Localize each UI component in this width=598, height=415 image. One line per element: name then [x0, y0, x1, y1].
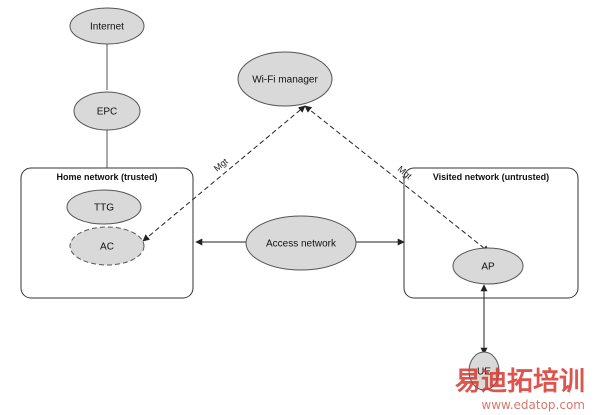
- home-network-title: Home network (trusted): [56, 172, 157, 182]
- node-ac-label: AC: [100, 242, 114, 253]
- node-ap: AP: [452, 247, 524, 285]
- node-ttg-label: TTG: [94, 203, 114, 214]
- visited-network-title: Visited network (untrusted): [433, 172, 549, 182]
- node-wifi-manager-label: Wi-Fi manager: [252, 75, 318, 86]
- node-internet: Internet: [69, 7, 145, 45]
- watermark-url: www.edatop.com: [481, 398, 585, 412]
- node-epc-label: EPC: [97, 107, 118, 118]
- mgt-link-ap: [304, 105, 490, 253]
- node-ue-label: UE: [477, 367, 491, 378]
- node-ap-label: AP: [481, 262, 495, 273]
- node-internet-label: Internet: [90, 22, 124, 33]
- mgt-link-ac: [142, 105, 306, 242]
- node-epc: EPC: [73, 91, 141, 131]
- node-ttg: TTG: [66, 189, 142, 225]
- node-ac: AC: [69, 226, 145, 266]
- node-wifi-manager: Wi-Fi manager: [237, 51, 333, 107]
- node-access-network-label: Access network: [266, 239, 337, 250]
- node-ue: UE: [468, 351, 500, 391]
- mgt-label-left: Mgt: [212, 156, 230, 174]
- node-access-network: Access network: [245, 215, 357, 271]
- watermark-brand: 易迪拓培训: [455, 367, 585, 397]
